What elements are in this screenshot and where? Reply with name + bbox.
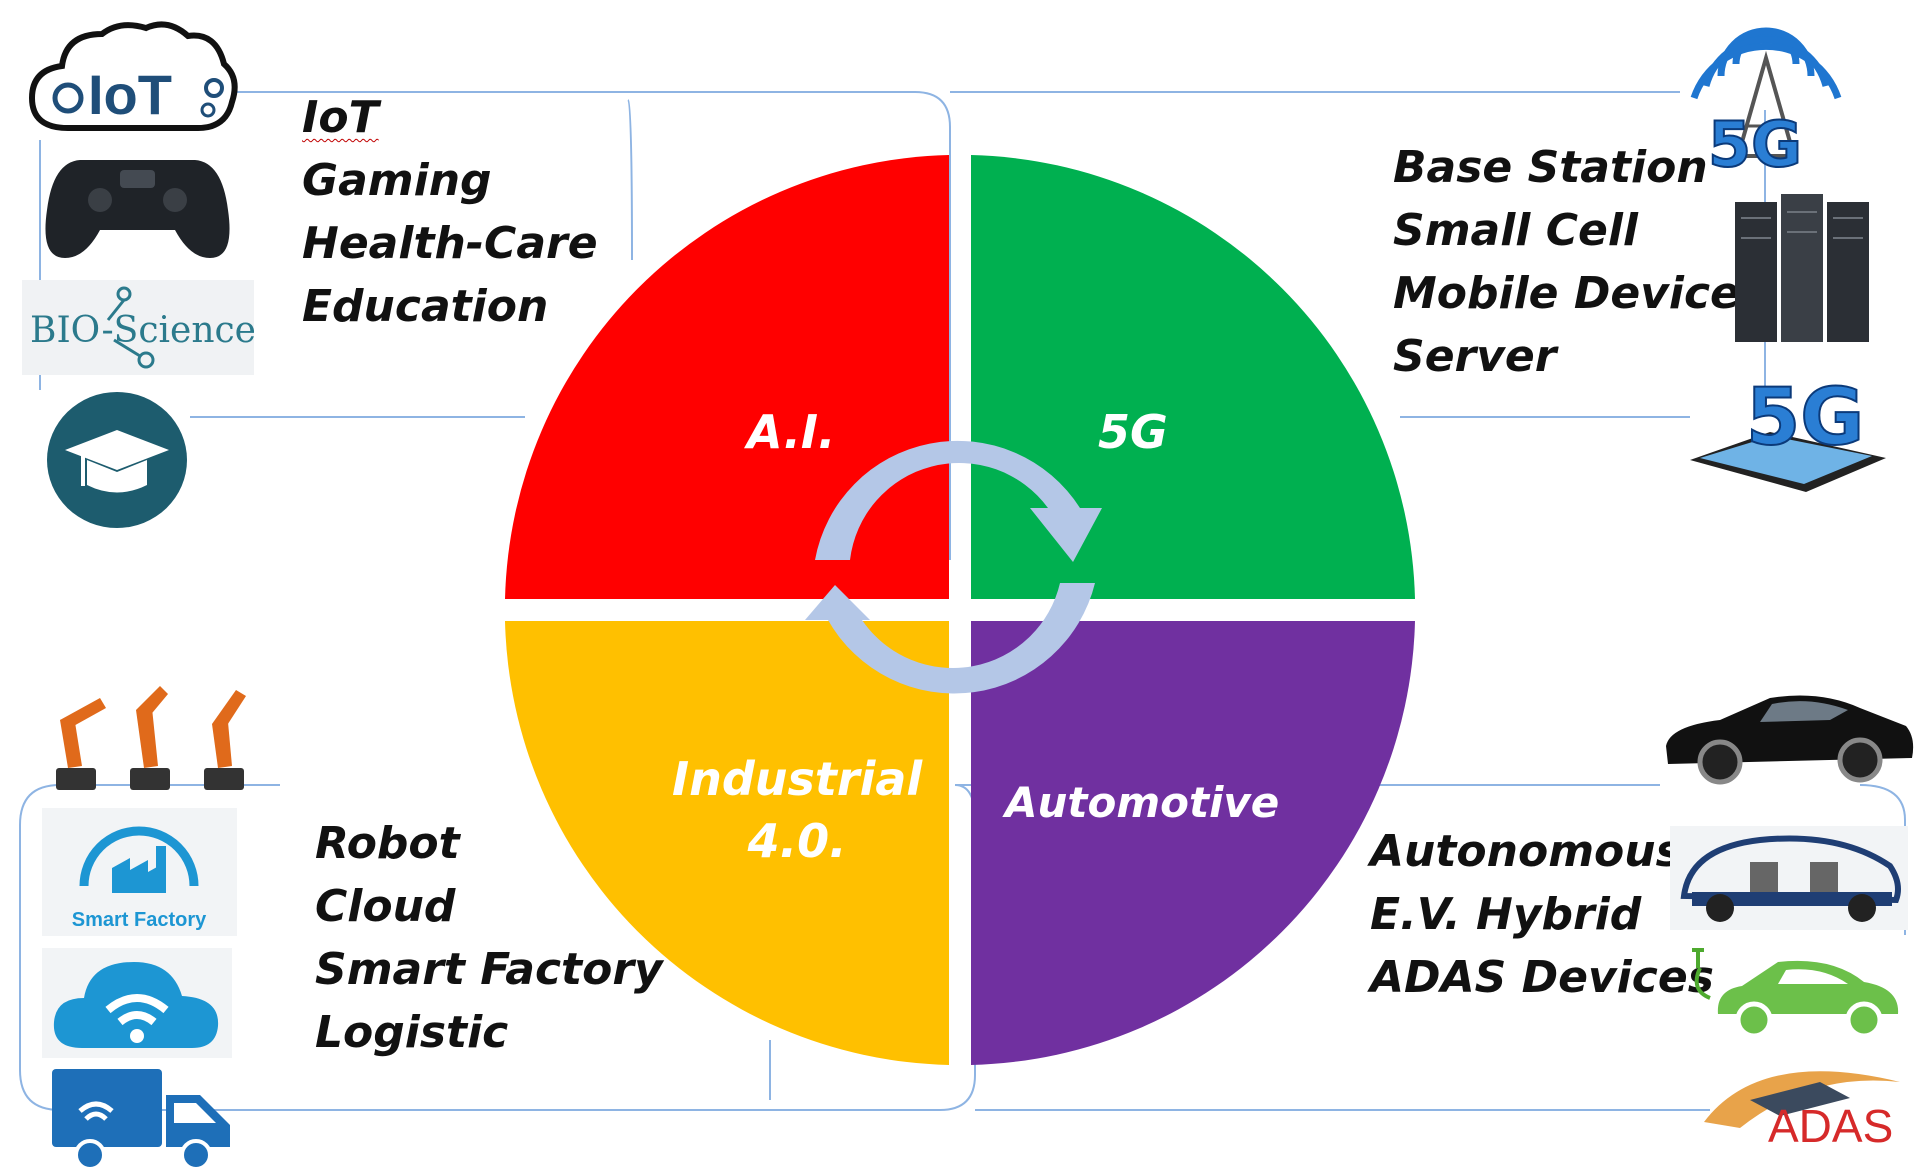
5g-smartphone-icon: 5G — [1690, 372, 1886, 492]
list-item: Health-Care — [302, 218, 598, 269]
list-item: IoT — [302, 92, 379, 143]
cycle-arrows — [805, 440, 1102, 694]
list-item: E.V. Hybrid — [1370, 889, 1642, 940]
list-automotive-applications: Autonomous E.V. Hybrid ADAS Devices — [1370, 820, 1714, 1009]
server-rack-icon — [1735, 194, 1869, 342]
list-item: Autonomous — [1370, 826, 1682, 877]
list-item: Robot — [315, 818, 460, 869]
label-5g: 5G — [1098, 405, 1168, 459]
label-ai: A.I. — [747, 405, 836, 459]
list-item: ADAS Devices — [1370, 952, 1714, 1003]
list-item: Smart Factory — [315, 944, 663, 995]
5g-tower-icon: 5G — [1690, 27, 1842, 176]
svg-text:5G: 5G — [1708, 108, 1802, 176]
game-controller-icon — [45, 160, 230, 258]
adas-icon: ADAS — [1704, 1071, 1900, 1148]
list-item: Logistic — [315, 1007, 509, 1058]
svg-text:ADAS: ADAS — [1768, 1100, 1893, 1148]
svg-text:5G: 5G — [1746, 373, 1864, 463]
quadrant-5g — [971, 155, 1415, 599]
cloud-wifi-icon — [42, 948, 232, 1058]
list-industrial-applications: Robot Cloud Smart Factory Logistic — [315, 812, 663, 1064]
list-ai-applications: IoT Gaming Health-Care Education — [302, 86, 598, 338]
list-item: Education — [302, 281, 549, 332]
sports-car-icon — [1666, 695, 1914, 785]
list-item: Mobile Device — [1393, 268, 1740, 319]
smart-factory-icon: Smart Factory — [42, 808, 237, 936]
list-item: Gaming — [302, 155, 492, 206]
quadrant-automotive — [971, 621, 1415, 1065]
graduation-cap-icon — [47, 392, 187, 528]
delivery-truck-icon — [52, 1069, 230, 1171]
bio-science-icon: BIO-Science — [22, 280, 254, 375]
label-industrial: Industrial 4.0. — [672, 752, 923, 868]
list-item: Small Cell — [1393, 205, 1639, 256]
list-item: Server — [1393, 331, 1557, 382]
iot-cloud-icon: IoT — [28, 21, 238, 131]
robot-arms-icon — [56, 686, 246, 790]
label-automotive: Automotive — [1005, 778, 1280, 827]
list-item: Cloud — [315, 881, 456, 932]
electric-car-icon — [1692, 948, 1899, 1039]
quadrant-circle — [505, 155, 1415, 1065]
list-5g-applications: Base Station Small Cell Mobile Device Se… — [1393, 136, 1740, 388]
svg-text:IoT: IoT — [88, 63, 172, 126]
ev-chassis-icon — [1670, 826, 1908, 930]
svg-text:BIO-Science: BIO-Science — [30, 310, 254, 351]
svg-text:Smart Factory: Smart Factory — [72, 909, 207, 931]
list-item: Base Station — [1393, 142, 1708, 193]
quadrant-ai — [505, 155, 949, 599]
quadrant-industrial — [505, 621, 949, 1065]
